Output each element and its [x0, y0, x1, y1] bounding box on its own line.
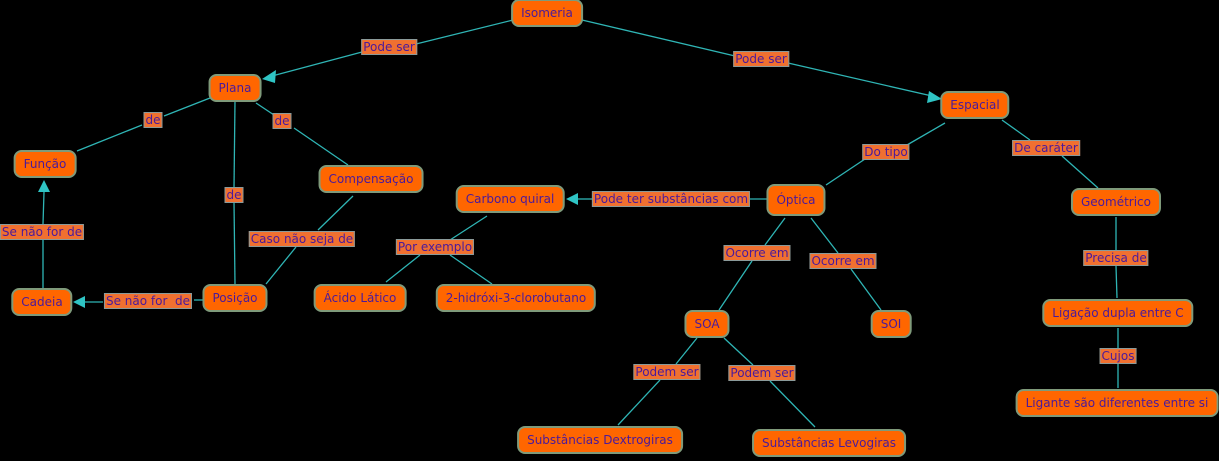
arrowhead-icon — [927, 91, 942, 103]
concept-ligante[interactable]: Ligante são diferentes entre si — [1015, 389, 1219, 417]
link-label[interactable]: Ocorre em — [809, 253, 877, 269]
concept-ligacao-dupla[interactable]: Ligação dupla entre C — [1042, 299, 1194, 327]
concept-geometrico[interactable]: Geométrico — [1070, 188, 1162, 216]
arrowhead-icon — [566, 193, 578, 205]
link-label[interactable]: Ocorre em — [723, 245, 791, 261]
concept-isomeria[interactable]: Isomeria — [511, 0, 583, 27]
concept-dextrogiras[interactable]: Substâncias Dextrogiras — [517, 426, 683, 454]
concept-2-hidroxi-3-clorobutano[interactable]: 2-hidróxi-3-clorobutano — [435, 284, 597, 312]
concept-cadeia[interactable]: Cadeia — [11, 288, 73, 316]
link-label[interactable]: Se não for de — [0, 224, 85, 240]
concept-optica[interactable]: Óptica — [766, 184, 826, 216]
link-label[interactable]: Pode ser — [733, 51, 789, 67]
link-label[interactable]: Pode ser — [361, 39, 417, 55]
link-label[interactable]: De caráter — [1012, 140, 1080, 156]
arrowhead-icon — [38, 180, 50, 192]
link-label[interactable]: Podem ser — [633, 364, 701, 380]
concept-funcao[interactable]: Função — [13, 150, 77, 178]
concept-posicao[interactable]: Posição — [202, 284, 268, 312]
link-label[interactable]: Podem ser — [728, 365, 796, 381]
link-label[interactable]: de — [224, 187, 244, 203]
link-label[interactable]: Precisa de — [1083, 250, 1149, 266]
link-label[interactable]: de — [272, 113, 292, 129]
link-label[interactable]: Por exemplo — [395, 239, 475, 255]
link-label[interactable]: Do tipo — [862, 144, 910, 160]
concept-carbono-quiral[interactable]: Carbono quiral — [455, 185, 565, 213]
concept-soa[interactable]: SOA — [684, 310, 730, 338]
arrowhead-icon — [262, 70, 276, 83]
link-label[interactable]: Se não for de — [103, 293, 193, 309]
concept-plana[interactable]: Plana — [208, 74, 262, 102]
concept-acido-latico[interactable]: Ácido Lático — [313, 284, 407, 312]
link-label[interactable]: de — [143, 112, 163, 128]
arrowhead-icon — [73, 296, 85, 308]
link-label[interactable]: Pode ter substâncias com — [591, 191, 751, 207]
concept-soi[interactable]: SOI — [870, 310, 912, 338]
concept-espacial[interactable]: Espacial — [940, 91, 1010, 119]
concept-levogiras[interactable]: Substâncias Levogiras — [752, 429, 906, 457]
link-label[interactable]: Cujos — [1099, 348, 1137, 364]
link-label[interactable]: Caso não seja de — [248, 231, 356, 247]
concept-compensacao[interactable]: Compensação — [318, 165, 424, 193]
